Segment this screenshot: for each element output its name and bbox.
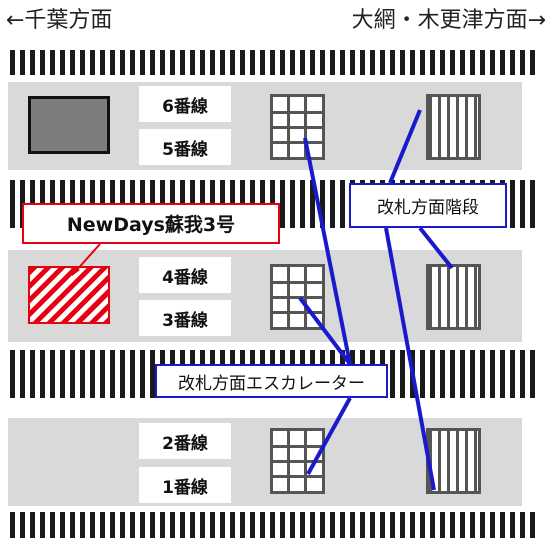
newdays-shop-icon [28,266,110,324]
stairs-icon [426,264,481,330]
shop-icon [28,96,110,154]
track-label-4: 4番線 [139,257,231,293]
track-label-2: 2番線 [139,423,231,459]
direction-left-label: ←千葉方面 [6,8,113,33]
track-label-3: 3番線 [139,300,231,336]
escalator-icon [270,94,325,160]
track-label-1: 1番線 [139,467,231,503]
track-bottom [10,512,540,538]
track-label-6: 6番線 [139,86,231,122]
newdays-callout: NewDays蘇我3号 [22,203,280,244]
track-label-5: 5番線 [139,129,231,165]
escalator-icon [270,264,325,330]
track-top [10,50,540,75]
escalator-callout: 改札方面エスカレーター [155,364,388,398]
stairs-icon [426,94,481,160]
stairs-icon [426,428,481,494]
escalator-icon [270,428,325,494]
stairs-callout: 改札方面階段 [349,183,507,228]
direction-right-label: 大網・木更津方面→ [351,8,546,33]
